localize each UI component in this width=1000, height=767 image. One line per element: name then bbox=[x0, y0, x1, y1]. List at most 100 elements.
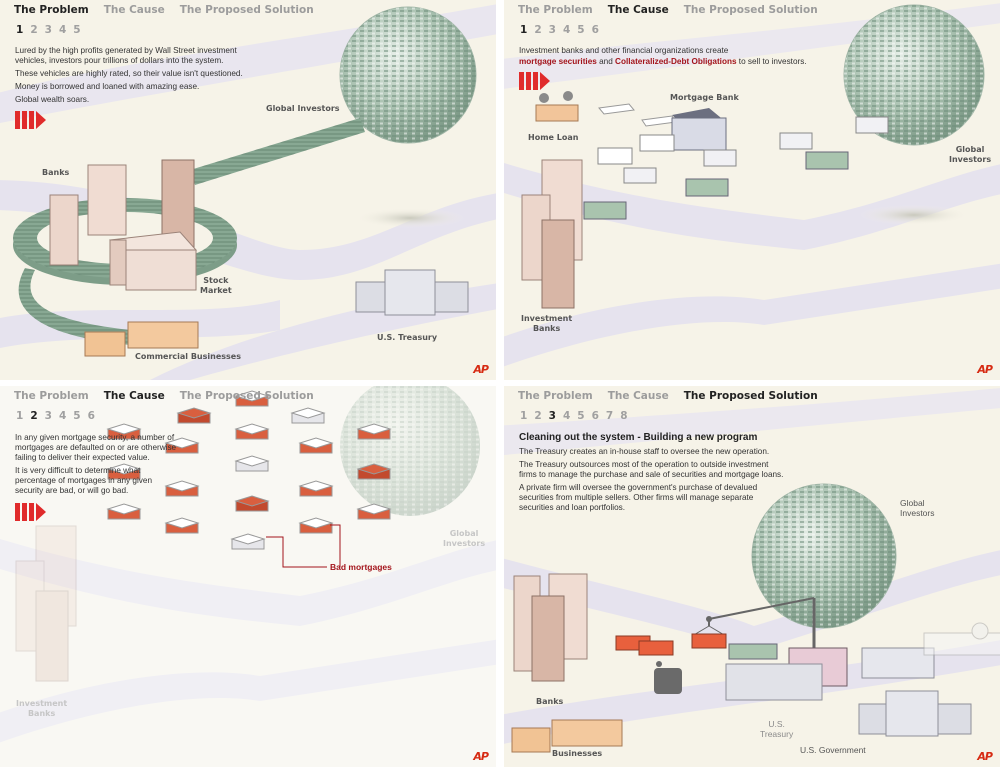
step-4[interactable]: 4 bbox=[58, 24, 67, 36]
step-5[interactable]: 5 bbox=[73, 24, 81, 36]
label-global-line1: Global bbox=[449, 529, 479, 538]
mortgage-block-top bbox=[234, 390, 270, 402]
step-nav: 1 2 3 4 5 6 bbox=[520, 24, 599, 36]
step-5[interactable]: 5 bbox=[577, 410, 585, 422]
tab-the-proposed-solution[interactable]: The Proposed Solution bbox=[179, 4, 314, 16]
label-treasury-line2: Treasury bbox=[760, 729, 794, 739]
tab-the-proposed-solution[interactable]: The Proposed Solution bbox=[179, 390, 314, 402]
step-6[interactable]: 6 bbox=[591, 24, 599, 36]
label-global-investors: Global Investors bbox=[266, 104, 340, 113]
label-us-treasury: U.S. Treasury bbox=[760, 719, 793, 739]
mortgage-block-top bbox=[230, 533, 266, 545]
label-commercial-businesses: Commercial Businesses bbox=[135, 352, 241, 361]
us-treasury-building-icon bbox=[355, 269, 469, 316]
mortgage-block-top bbox=[106, 503, 142, 515]
mortgage-block-top bbox=[298, 437, 334, 449]
label-treasury-line1: U.S. bbox=[768, 719, 785, 729]
step-5[interactable]: 5 bbox=[73, 410, 81, 422]
label-stock-market-line2: Market bbox=[200, 286, 232, 295]
description-paragraph: Money is borrowed and loaned with amazin… bbox=[15, 82, 200, 91]
step-3[interactable]: 3 bbox=[548, 24, 556, 36]
description-paragraph: The Treasury outsources most of the oper… bbox=[519, 460, 784, 479]
step-2[interactable]: 2 bbox=[30, 410, 38, 422]
tab-the-problem[interactable]: The Problem bbox=[518, 4, 593, 16]
step-4[interactable]: 4 bbox=[58, 410, 67, 422]
step-1[interactable]: 1 bbox=[520, 24, 528, 36]
label-bad-mortgages: Bad mortgages bbox=[330, 562, 392, 572]
step-description: Lured by the high profits generated by W… bbox=[15, 46, 250, 108]
step-heading: Cleaning out the system - Building a new… bbox=[519, 432, 758, 443]
step-7[interactable]: 7 bbox=[605, 410, 614, 422]
label-global-line2: Investors bbox=[949, 155, 992, 164]
description-paragraph: In any given mortgage security, a number… bbox=[15, 433, 177, 462]
step-8[interactable]: 8 bbox=[620, 410, 628, 422]
us-government-building-icon bbox=[858, 690, 972, 737]
mortgage-block-top bbox=[234, 455, 270, 467]
description-paragraph: A private firm will oversee the governme… bbox=[519, 483, 758, 512]
tab-the-proposed-solution[interactable]: The Proposed Solution bbox=[683, 4, 818, 16]
description-connector: and bbox=[599, 57, 613, 66]
step-2[interactable]: 2 bbox=[534, 24, 542, 36]
section-tabs: The Problem The Cause The Proposed Solut… bbox=[518, 4, 818, 16]
label-investment-banks: Investment Banks bbox=[16, 699, 67, 719]
mortgage-block-top bbox=[176, 407, 212, 419]
panel-the-cause-step-1: The Problem The Cause The Proposed Solut… bbox=[504, 0, 1000, 380]
tab-the-problem[interactable]: The Problem bbox=[518, 390, 593, 402]
step-3[interactable]: 3 bbox=[44, 24, 52, 36]
label-investment-line2: Banks bbox=[27, 709, 56, 718]
home-loan-icon bbox=[535, 91, 579, 122]
tab-the-cause[interactable]: The Cause bbox=[607, 4, 669, 16]
globe-icon bbox=[751, 483, 897, 629]
tab-the-problem[interactable]: The Problem bbox=[14, 4, 89, 16]
label-investment-banks: Investment Banks bbox=[521, 314, 572, 334]
step-nav: 1 2 3 4 5 6 bbox=[16, 410, 95, 422]
step-4[interactable]: 4 bbox=[562, 410, 571, 422]
term-collateralized-debt-obligations[interactable]: Collateralized-Debt Obligations bbox=[615, 57, 737, 66]
mortgage-block-top bbox=[106, 423, 142, 435]
bad-mortgages-illustration bbox=[0, 386, 496, 767]
description-paragraph: These vehicles are highly rated, so thei… bbox=[15, 69, 243, 78]
tab-the-cause[interactable]: The Cause bbox=[103, 4, 165, 16]
label-businesses: Businesses bbox=[552, 749, 603, 758]
step-description: Cleaning out the system - Building a new… bbox=[519, 433, 784, 516]
step-2[interactable]: 2 bbox=[30, 24, 38, 36]
term-mortgage-securities[interactable]: mortgage securities bbox=[519, 57, 597, 66]
step-1[interactable]: 1 bbox=[16, 410, 24, 422]
label-global-line2: Investors bbox=[443, 539, 486, 548]
step-3[interactable]: 3 bbox=[548, 410, 556, 422]
label-us-government: U.S. Government bbox=[800, 745, 866, 755]
label-stock-market-line1: Stock bbox=[203, 276, 229, 285]
step-2[interactable]: 2 bbox=[534, 410, 542, 422]
step-6[interactable]: 6 bbox=[87, 410, 95, 422]
label-investment-line1: Investment bbox=[521, 314, 573, 323]
investment-banks-building-icon bbox=[15, 525, 77, 682]
label-global-investors: Global Investors bbox=[443, 529, 485, 549]
ap-logo: AP bbox=[473, 363, 489, 376]
step-1[interactable]: 1 bbox=[16, 24, 24, 36]
tab-the-cause[interactable]: The Cause bbox=[103, 390, 165, 402]
step-6[interactable]: 6 bbox=[591, 410, 599, 422]
step-1[interactable]: 1 bbox=[520, 410, 528, 422]
problem-illustration bbox=[0, 0, 496, 380]
mortgage-block-top bbox=[164, 437, 200, 449]
tab-the-proposed-solution[interactable]: The Proposed Solution bbox=[683, 390, 818, 402]
next-arrow-icon[interactable] bbox=[519, 72, 551, 90]
panel-the-proposed-solution: The Problem The Cause The Proposed Solut… bbox=[504, 386, 1000, 767]
next-arrow-icon[interactable] bbox=[15, 111, 47, 129]
description-paragraph: The Treasury creates an in-house staff t… bbox=[519, 447, 770, 456]
step-5[interactable]: 5 bbox=[577, 24, 585, 36]
step-4[interactable]: 4 bbox=[562, 24, 571, 36]
banks-building-icon bbox=[513, 573, 588, 682]
globe-icon bbox=[843, 4, 985, 225]
street-map-background bbox=[0, 538, 496, 743]
step-3[interactable]: 3 bbox=[44, 410, 52, 422]
tab-the-cause[interactable]: The Cause bbox=[607, 390, 669, 402]
mortgage-documents-icon bbox=[598, 103, 677, 127]
mortgage-block-top bbox=[164, 480, 200, 492]
ap-logo: AP bbox=[977, 363, 993, 376]
ap-logo: AP bbox=[473, 750, 489, 763]
label-global-line1: Global bbox=[900, 498, 925, 508]
tab-the-problem[interactable]: The Problem bbox=[14, 390, 89, 402]
next-arrow-icon[interactable] bbox=[15, 503, 47, 521]
money-stream-icon bbox=[190, 118, 365, 185]
